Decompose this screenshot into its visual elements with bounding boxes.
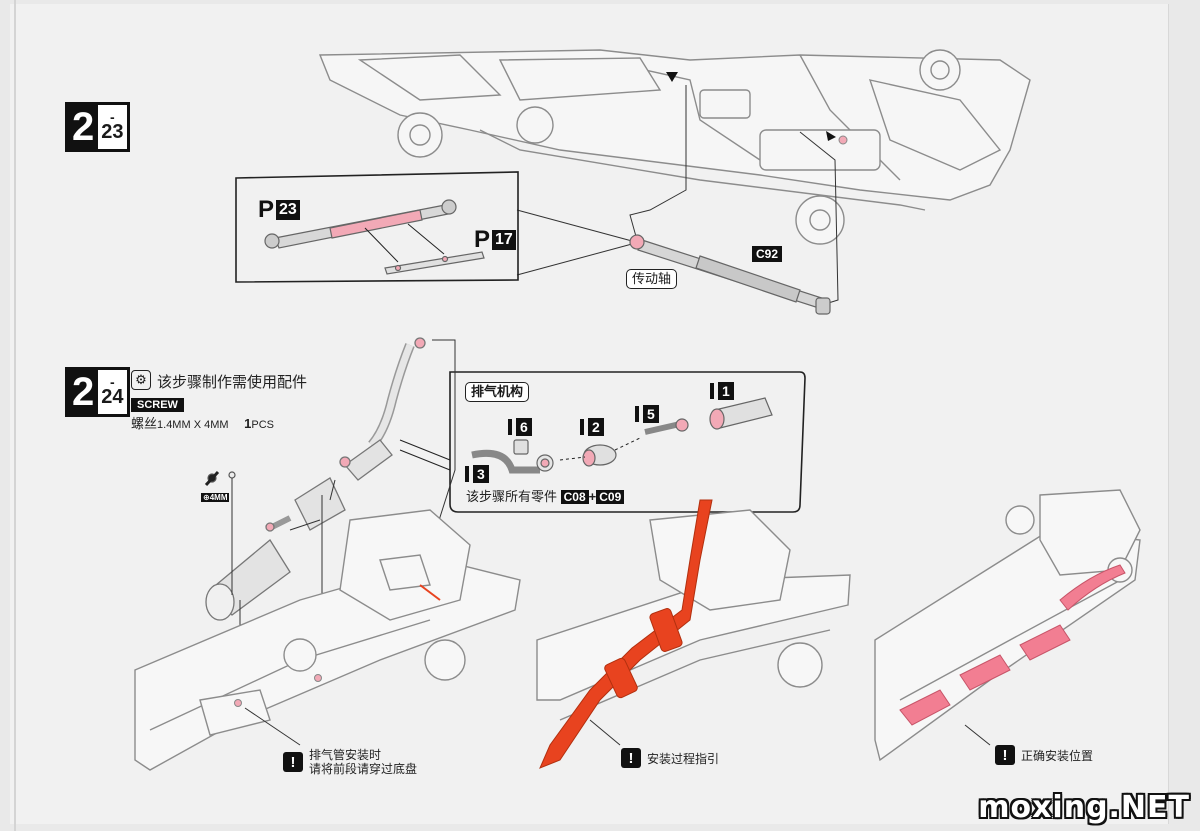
part-code-p17: P 17 xyxy=(474,226,516,254)
step-minor-number: 23 xyxy=(101,121,124,143)
accessory-note: 该步骤制作需使用配件 xyxy=(157,374,308,391)
warning-icon: ! xyxy=(283,752,303,772)
site-watermark: moxing.NET xyxy=(978,790,1190,825)
step-number-badge-2-23: 2 - 23 xyxy=(65,102,130,152)
exhaust-correct-position xyxy=(899,564,1126,726)
arrow-down-icon xyxy=(826,131,836,141)
step-number-badge-2-24: 2 - 24 xyxy=(65,367,130,417)
part-i3: 3 xyxy=(465,465,489,483)
warning-install-guide: ! 安装过程指引 xyxy=(621,748,719,768)
warning-icon: ! xyxy=(621,748,641,768)
chassis-view-1 xyxy=(134,509,521,771)
step-major-number: 2 xyxy=(68,105,99,149)
assembled-driveshaft xyxy=(629,234,831,315)
part-code-p23: P 23 xyxy=(258,196,300,224)
exhaust-highlight-orange xyxy=(539,499,713,769)
page-fold-line xyxy=(14,0,16,831)
part-i6: 6 xyxy=(508,418,532,436)
part-i5: 5 xyxy=(635,405,659,423)
step-minor-number: 24 xyxy=(101,386,124,408)
exhaust-callout-frame xyxy=(449,371,806,513)
screw-spec: 螺丝1.4MM X 4MM 1PCS xyxy=(131,416,275,431)
zoom-callout-frame xyxy=(235,171,519,283)
part-code-c92: C92 xyxy=(752,246,783,262)
arrow-up-icon xyxy=(666,72,678,82)
warning-icon: ! xyxy=(995,745,1015,765)
step-major-number: 2 xyxy=(68,370,99,414)
exhaust-mechanism-title: 排气机构 xyxy=(465,382,530,402)
screw-illustration xyxy=(204,470,236,595)
screw-tag: SCREW xyxy=(131,398,184,412)
part-i2: 2 xyxy=(580,418,604,436)
top-chassis-illustration xyxy=(318,49,1031,245)
mount-point-marker xyxy=(838,135,848,145)
part-i1: 1 xyxy=(710,382,734,400)
exhaust-parts-exploded xyxy=(471,397,773,474)
accessory-gear-icon: ⚙ xyxy=(131,370,151,390)
driveshaft-label: 传动轴 xyxy=(626,269,678,289)
callout-driveshaft xyxy=(264,199,485,275)
warning-correct-position: ! 正确安装位置 xyxy=(995,745,1093,765)
all-parts-note: 该步骤所有零件 C08+C09 xyxy=(466,486,625,505)
screw-size-label: ⊕4MM xyxy=(201,493,230,502)
warning-pass-through-chassis: ! 排气管安装时 请将前段请穿过底盘 xyxy=(283,748,417,776)
